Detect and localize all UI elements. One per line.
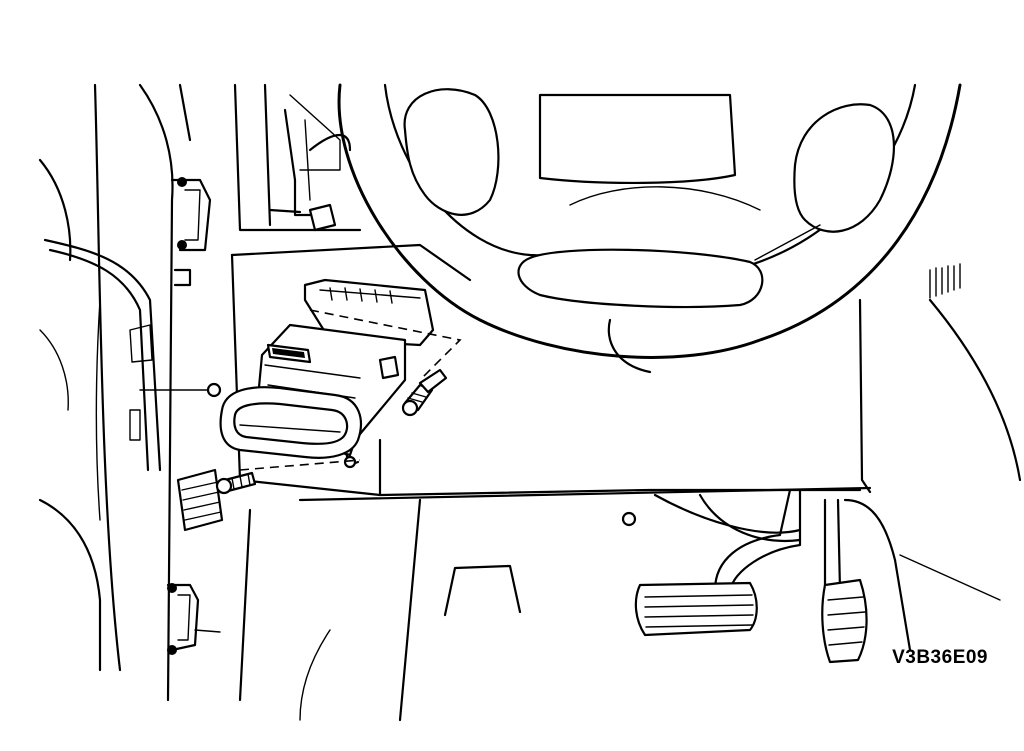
lower-hinge [166, 583, 221, 655]
lower-dash-panel [230, 243, 961, 527]
harness-grommet [176, 468, 224, 532]
pedals [634, 488, 868, 664]
dash-upper [178, 83, 362, 232]
vent-nozzle [219, 386, 362, 459]
door-frame [38, 83, 222, 702]
upper-hinge [170, 177, 212, 287]
screws [215, 309, 462, 495]
right-screw [401, 368, 448, 417]
left-screw [215, 471, 257, 495]
footwell [238, 298, 1022, 722]
steering-wheel [337, 83, 962, 374]
figure-code: V3B36E09 [892, 647, 988, 668]
